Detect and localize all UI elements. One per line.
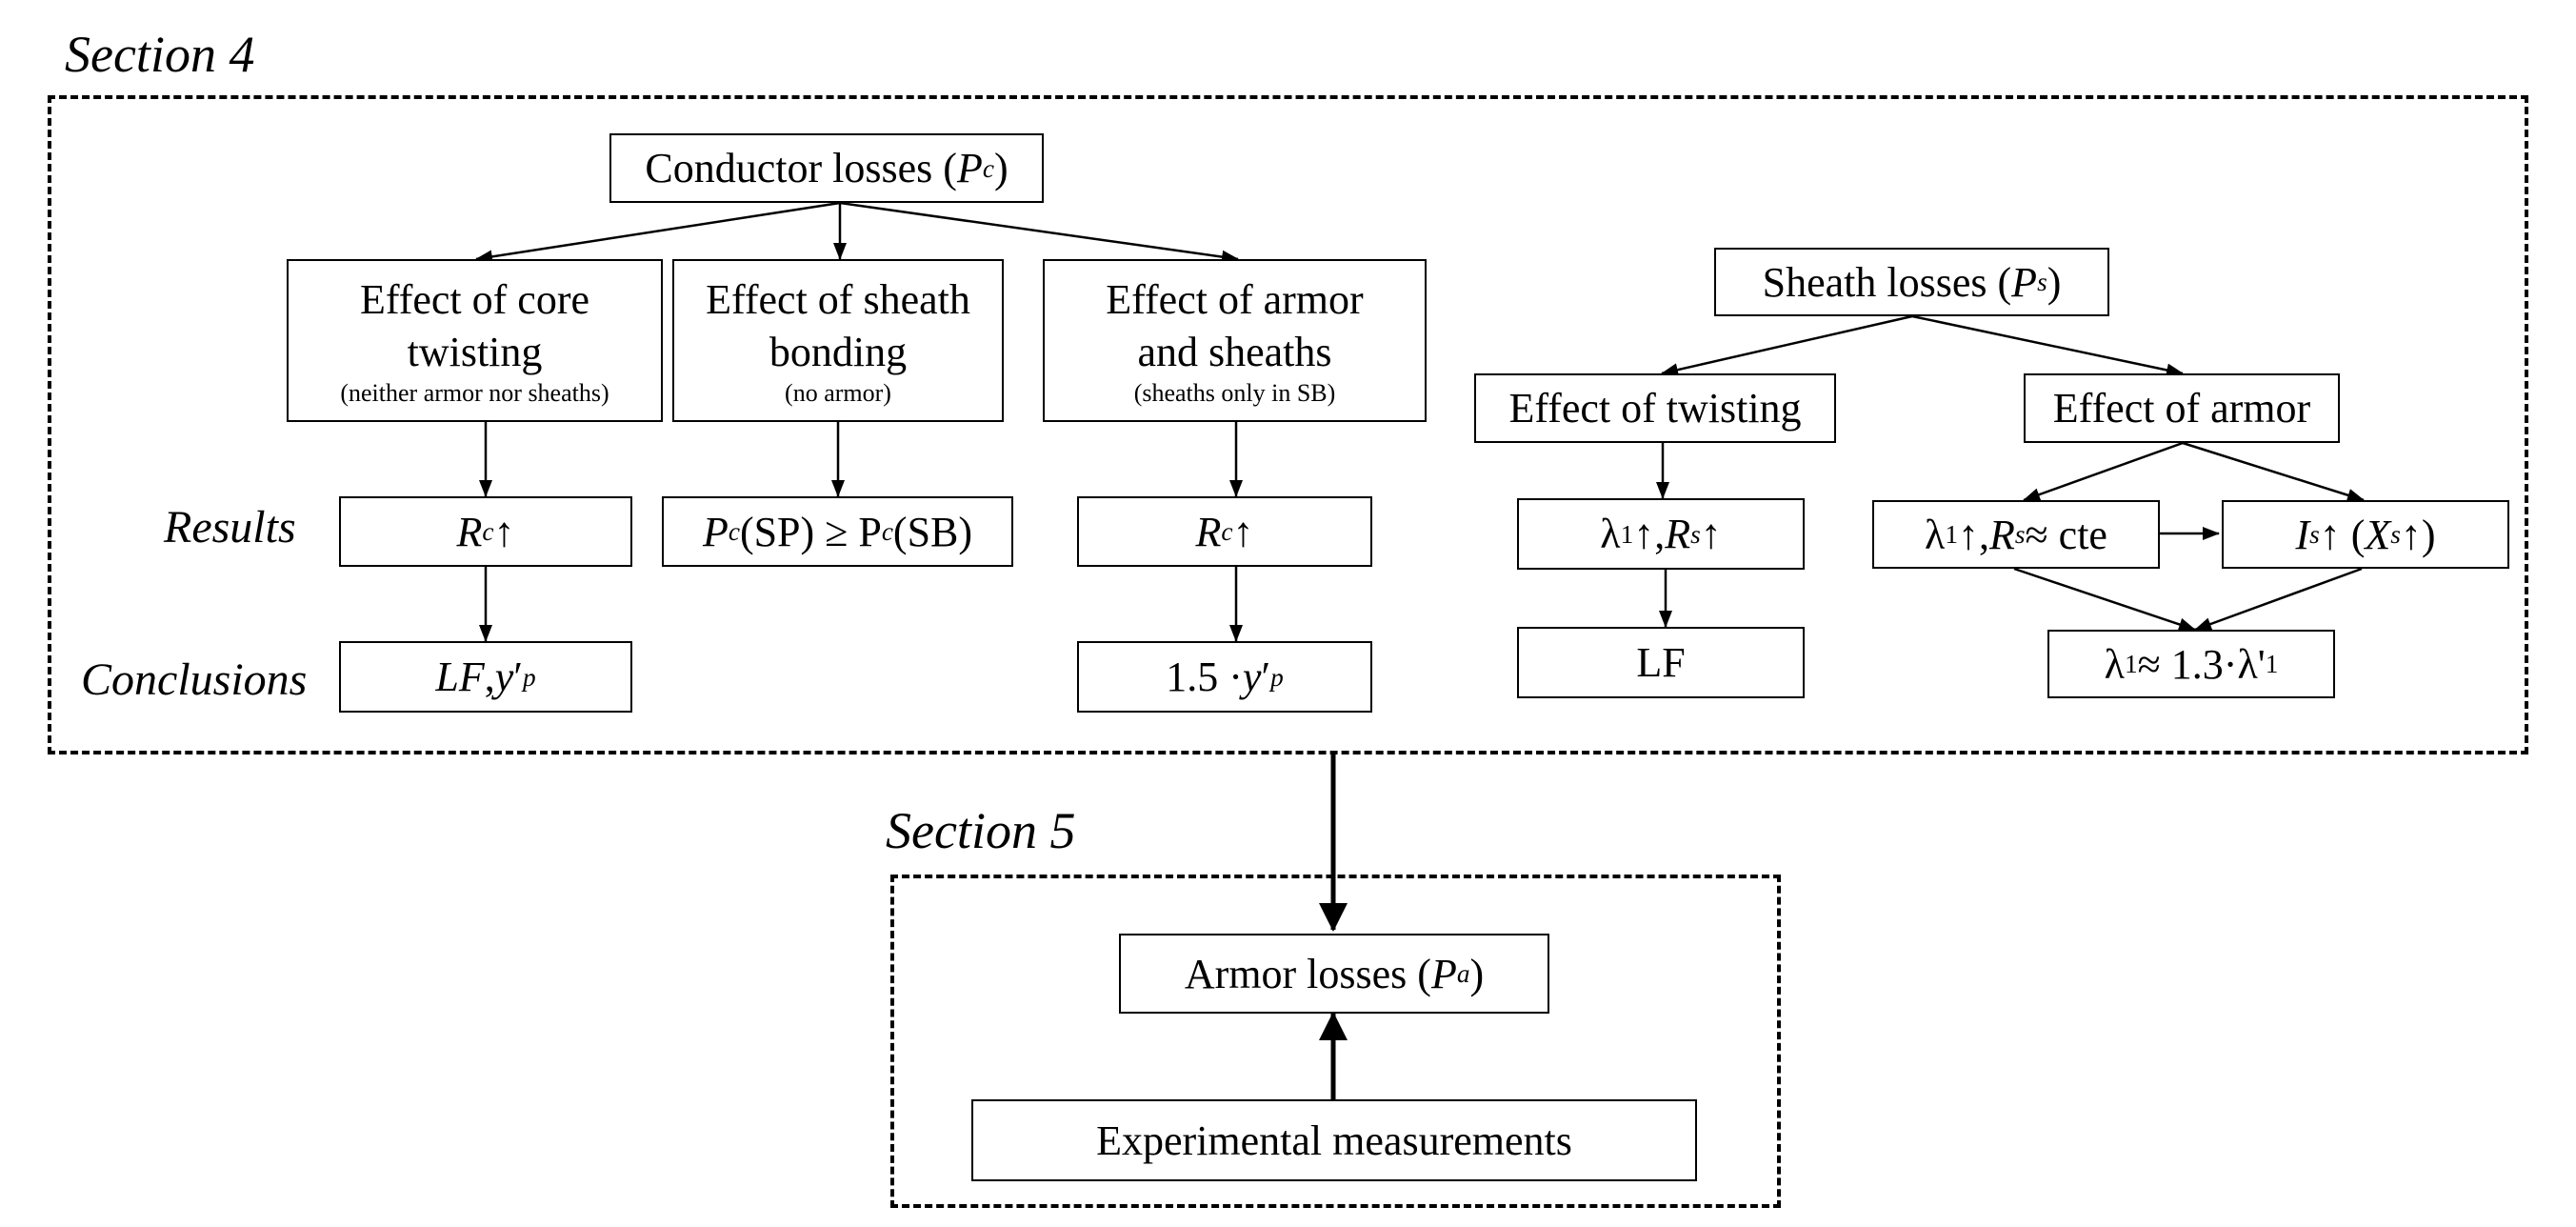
armor-conclusion-box: 1.5 · y′p bbox=[1077, 641, 1372, 713]
arrow-result1-to-conclusion bbox=[2013, 567, 2196, 632]
twist-conclusion-box: LF bbox=[1517, 627, 1805, 698]
sheath-bonding-box: Effect of sheath bonding (no armor) bbox=[672, 259, 1004, 422]
core-conclusion-lf: LF bbox=[435, 654, 485, 700]
sheath-losses-sub: s bbox=[2037, 268, 2047, 296]
bonding-result-mid: (SP) ≥ P bbox=[739, 508, 882, 555]
effect-twisting-title: Effect of twisting bbox=[1508, 385, 1802, 432]
armor-result-var: R bbox=[1195, 508, 1222, 555]
sheath-losses-var: P bbox=[2011, 258, 2038, 306]
effect-armor-title: Effect of armor bbox=[2052, 385, 2311, 432]
armor-result-sub: c bbox=[1221, 517, 1233, 546]
core-twisting-title-line1: Effect of core bbox=[359, 275, 590, 323]
conductor-losses-suffix: ) bbox=[993, 145, 1008, 191]
armor-losses-var: P bbox=[1430, 950, 1457, 997]
core-twisting-note: (neither armor nor sheaths) bbox=[340, 378, 609, 407]
results-row-label: Results bbox=[164, 502, 296, 553]
core-twisting-title-line2: twisting bbox=[407, 328, 543, 375]
core-conclusion-sub: p bbox=[522, 662, 536, 692]
twist-result-lambda: λ bbox=[1600, 511, 1621, 557]
armor-losses-label: Armor losses ( bbox=[1184, 950, 1431, 997]
arrow-sheath-to-twisting bbox=[1661, 314, 1913, 377]
armor-result-arrow: ↑ bbox=[1232, 508, 1254, 555]
arrow-result2-to-conclusion bbox=[2194, 567, 2363, 632]
armor-effect-result1-tail: ≈ cte bbox=[2025, 511, 2107, 558]
armor-sheaths-note: (sheaths only in SB) bbox=[1133, 378, 1336, 407]
armor-conclusion-sub: p bbox=[1270, 662, 1284, 692]
sheath-losses-label: Sheath losses ( bbox=[1762, 258, 2012, 306]
core-result-var: R bbox=[456, 508, 483, 555]
armor-sheaths-title-line1: Effect of armor bbox=[1106, 275, 1364, 323]
twist-result-var: R bbox=[1665, 511, 1691, 557]
twist-result-arrow: ↑ bbox=[1700, 511, 1722, 557]
bonding-result-end: (SB) bbox=[892, 508, 973, 555]
bonding-result-sub1: c bbox=[728, 517, 740, 546]
armor-effect-result1-lambda: λ bbox=[1925, 511, 1946, 558]
conclusions-row-label: Conclusions bbox=[81, 654, 308, 705]
arrow-armor-to-result2 bbox=[2182, 441, 2365, 502]
effect-twisting-box: Effect of twisting bbox=[1474, 373, 1836, 443]
core-twisting-box: Effect of core twisting (neither armor n… bbox=[287, 259, 663, 422]
twist-result-var-sub: s bbox=[1690, 519, 1701, 549]
arrow-sheath-to-armor bbox=[1911, 314, 2184, 377]
sheath-losses-suffix: ) bbox=[2047, 258, 2062, 306]
conductor-losses-var: P bbox=[956, 145, 983, 191]
armor-effect-result2-mid: ↑ ( bbox=[2319, 511, 2366, 558]
core-conclusion-sep: , bbox=[484, 654, 495, 700]
armor-sheaths-box: Effect of armor and sheaths (sheaths onl… bbox=[1043, 259, 1427, 422]
armor-effect-result2-var1: I bbox=[2295, 511, 2310, 558]
conductor-losses-sub: c bbox=[982, 153, 994, 183]
conductor-losses-label: Conductor losses ( bbox=[645, 145, 957, 191]
armor-effect-result2-sub1: s bbox=[2309, 520, 2320, 549]
armor-effect-result2-end: ↑) bbox=[2400, 511, 2436, 558]
sheath-bonding-title-line2: bonding bbox=[769, 328, 908, 375]
armor-sheaths-title-line2: and sheaths bbox=[1137, 328, 1332, 375]
bonding-result-var1: P bbox=[702, 508, 729, 555]
experimental-measurements-box: Experimental measurements bbox=[971, 1099, 1697, 1181]
arrow-conductor-to-core bbox=[475, 201, 841, 264]
armor-effect-result1-var: R bbox=[1989, 511, 2015, 558]
armor-losses-sub: a bbox=[1456, 959, 1470, 988]
armor-effect-result2-sub2: s bbox=[2390, 520, 2401, 549]
effect-armor-box: Effect of armor bbox=[2024, 373, 2340, 443]
core-conclusion-var: y bbox=[494, 654, 514, 700]
sheath-bonding-title-line1: Effect of sheath bbox=[706, 275, 970, 323]
section-5-label: Section 5 bbox=[886, 802, 1076, 859]
armor-conclusion-factor: 1.5 · bbox=[1166, 654, 1243, 700]
armor-effect-result1-var-sub: s bbox=[2014, 520, 2026, 549]
armor-losses-suffix: ) bbox=[1469, 950, 1485, 997]
core-conclusion-prime: ′ bbox=[513, 654, 523, 700]
armor-effect-conclusion-rhs: ≈ 1.3·λ' bbox=[2137, 640, 2266, 688]
armor-effect-result2-var2: X bbox=[2365, 511, 2391, 558]
section-4-label: Section 4 bbox=[65, 26, 255, 83]
arrow-conductor-to-armor bbox=[839, 201, 1239, 264]
bonding-result-sub2: c bbox=[881, 517, 893, 546]
experimental-measurements-label: Experimental measurements bbox=[1096, 1116, 1572, 1164]
armor-conclusion-var: y bbox=[1242, 654, 1262, 700]
twist-result-sep: ↑, bbox=[1633, 511, 1666, 557]
arrow-armor-to-result1 bbox=[2023, 441, 2184, 502]
armor-effect-conclusion-lambda: λ bbox=[2104, 640, 2125, 688]
armor-conclusion-prime: ′ bbox=[1261, 654, 1271, 700]
section-4-frame bbox=[48, 95, 2528, 754]
armor-effect-result1-sep: ↑, bbox=[1958, 511, 1990, 558]
sheath-bonding-note: (no armor) bbox=[785, 378, 891, 407]
core-result-arrow: ↑ bbox=[493, 508, 515, 555]
twist-conclusion-text: LF bbox=[1636, 639, 1686, 686]
core-conclusion-box: LF, y′p bbox=[339, 641, 632, 713]
core-result-sub: c bbox=[482, 517, 494, 546]
